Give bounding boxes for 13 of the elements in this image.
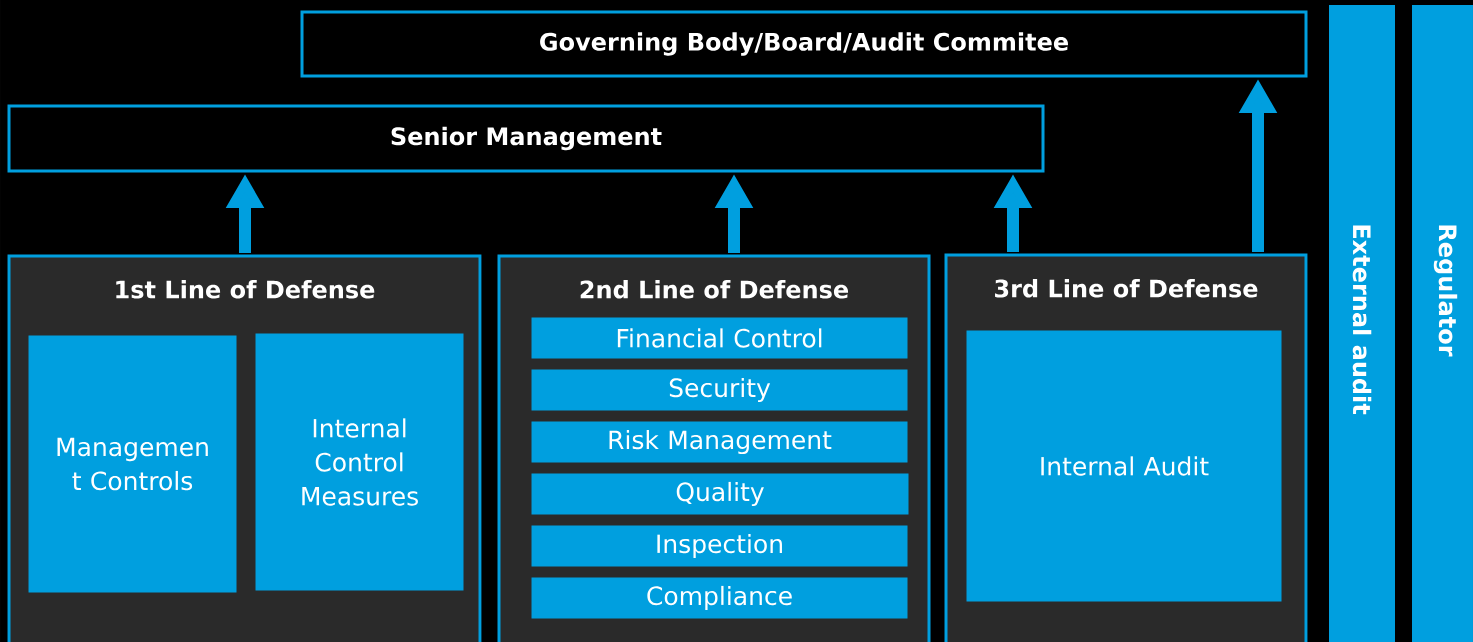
- function-box: Internal Control Measures: [255, 333, 464, 591]
- side-bar: External audit: [1329, 5, 1395, 642]
- function-box: Managemen t Controls: [28, 335, 237, 593]
- side-bar: Regulator: [1412, 5, 1473, 642]
- function-box: Risk Management: [531, 421, 908, 463]
- header-box: Senior Management: [7, 104, 1045, 173]
- function-box: Inspection: [531, 525, 908, 567]
- function-box: Financial Control: [531, 317, 908, 359]
- function-box: Security: [531, 369, 908, 411]
- function-box: Compliance: [531, 577, 908, 619]
- function-box: Internal Audit: [966, 330, 1282, 602]
- function-box: Quality: [531, 473, 909, 515]
- header-box: Governing Body/Board/Audit Commitee: [300, 10, 1308, 78]
